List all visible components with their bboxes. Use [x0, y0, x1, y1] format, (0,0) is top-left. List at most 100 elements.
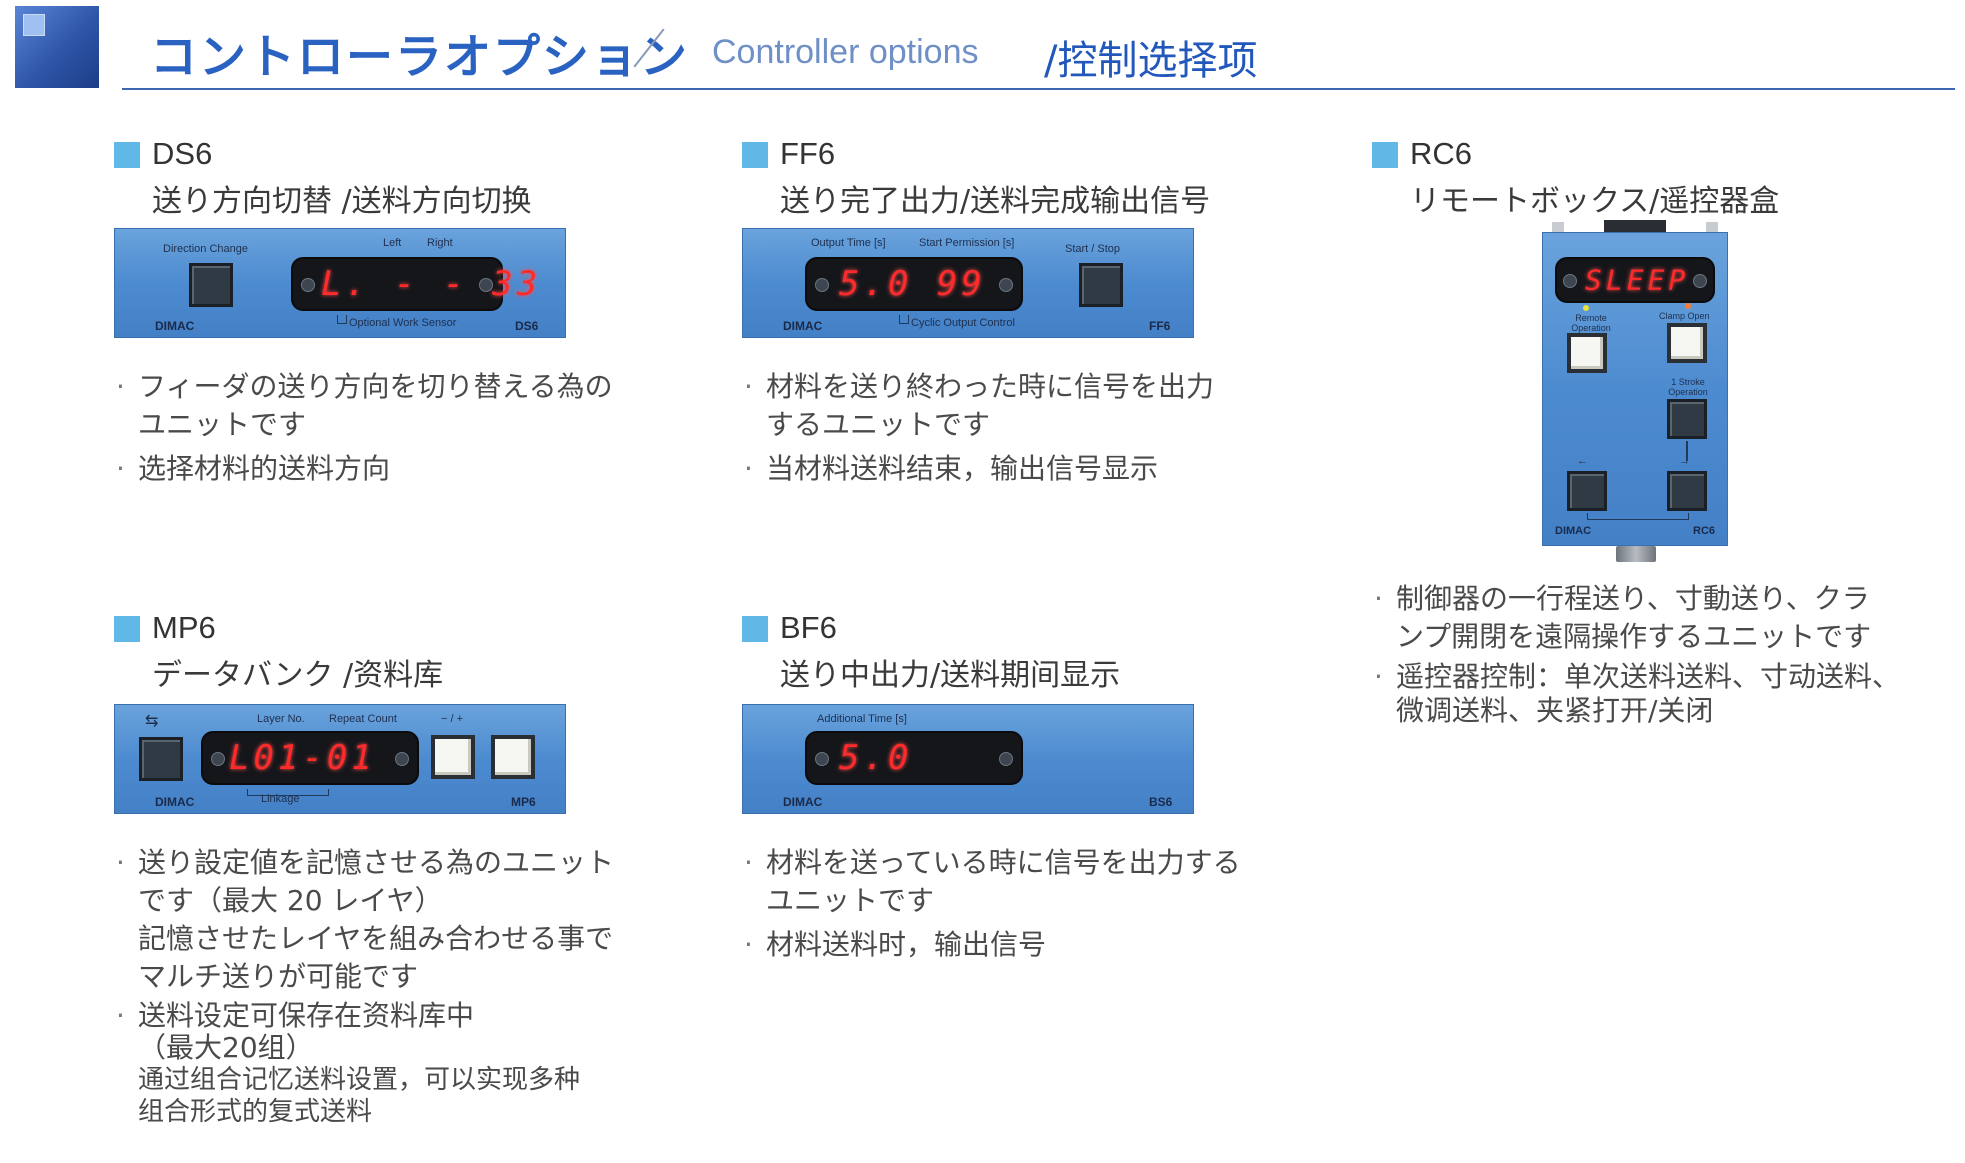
- remote-operation-button[interactable]: [1567, 333, 1607, 373]
- page-title-cn: /控制选择项: [1044, 38, 1258, 84]
- screw-icon: [301, 278, 315, 292]
- rc6-remote-label: Remote Operation: [1571, 313, 1611, 333]
- model-label: RC6: [1693, 525, 1716, 537]
- desc-line-cn: 选择材料的送料方向: [114, 450, 674, 488]
- screw-icon: [815, 752, 829, 766]
- desc-line: ユニットです: [138, 408, 307, 441]
- header-logo-inner: [23, 14, 45, 36]
- desc-line-cn: 微调送料、夹紧打开/关闭: [1396, 694, 1714, 727]
- ff6-btn-label: Start / Stop: [1065, 243, 1121, 255]
- mp6-repeat-label: Repeat Count: [329, 713, 397, 725]
- bf6-display: 5.0: [805, 731, 1023, 785]
- screw-icon: [999, 278, 1013, 292]
- one-stroke-button[interactable]: [1667, 399, 1707, 439]
- desc-line-cn: 组合形式的复式送料: [138, 1097, 373, 1127]
- section-subtitle: 送り中出力/送料期间显示: [780, 658, 1121, 693]
- linkage-button[interactable]: [139, 737, 183, 781]
- screw-icon: [999, 752, 1013, 766]
- desc-line: ユニットです: [766, 884, 935, 917]
- linkage-cycle-icon: ⇆: [145, 713, 159, 730]
- brand-logo: DIMAC: [155, 319, 195, 333]
- desc-line: 材料を送り終わった時に信号を出力: [742, 368, 1302, 406]
- rc6-panel: SLEEP Remote Operation Clamp Open 1 Stro…: [1542, 232, 1728, 546]
- desc-line-cn: 遥控器控制：单次送料送料、寸动送料、: [1372, 660, 1952, 694]
- rc6-stroke-label: 1 Stroke Operation: [1668, 377, 1708, 397]
- brand-logo: DIMAC: [783, 319, 823, 333]
- rc6-readout: SLEEP: [1585, 263, 1690, 297]
- model-label: BS6: [1149, 795, 1173, 809]
- ff6-readout: 5.0 99: [839, 264, 986, 304]
- section-subtitle: リモートボックス/遥控器盒: [1410, 184, 1780, 219]
- ff6-output-label: Output Time [s]: [811, 237, 886, 249]
- bf6-panel: Additional Time [s] 5.0 DIMAC BS6: [742, 704, 1194, 814]
- ff6-panel: Output Time [s] Start Permission [s] 5.0…: [742, 228, 1194, 338]
- brand-logo: DIMAC: [155, 795, 195, 809]
- desc-line: 記憶させたレイヤを組み合わせる事で: [138, 922, 614, 955]
- desc-line-cn: 当材料送料结束，输出信号显示: [742, 450, 1302, 488]
- linkage-bracket: [247, 789, 329, 796]
- ds6-left-label: Left: [383, 237, 402, 249]
- screw-icon: [1563, 274, 1577, 288]
- rc6-mount-right: [1706, 222, 1718, 232]
- desc-line: マルチ送りが可能です: [138, 960, 419, 993]
- section-bullet-icon: [114, 616, 140, 642]
- ds6-description: フィーダの送り方向を切り替える為の ユニットです 选择材料的送料方向: [114, 368, 674, 488]
- brand-logo: DIMAC: [1555, 525, 1592, 537]
- desc-line-cn: 通过组合记忆送料设置，可以实现多种: [138, 1065, 581, 1095]
- direction-change-button[interactable]: [189, 263, 233, 307]
- header-rule: [122, 88, 1955, 90]
- bf6-additional-label: Additional Time [s]: [817, 713, 907, 725]
- mp6-display: L01-01: [201, 731, 419, 785]
- rc6-connector-line: [1686, 441, 1688, 461]
- mp6-panel: ⇆ Layer No. Repeat Count L01-01 − / + Li…: [114, 704, 566, 814]
- ds6-readout: L. - - 33: [321, 264, 542, 304]
- arrow-left-icon: ←: [1577, 455, 1588, 467]
- rc6-top-strap: [1604, 220, 1666, 232]
- ff6-cyclic-label: Cyclic Output Control: [911, 317, 1015, 329]
- arrow-right-icon: →: [1679, 455, 1690, 467]
- ds6-display: L. - - 33: [291, 257, 537, 311]
- plus-button[interactable]: [491, 735, 535, 779]
- model-label: MP6: [511, 795, 536, 809]
- desc-line: 材料を送っている時に信号を出力する: [742, 844, 1322, 882]
- clamp-open-button[interactable]: [1667, 323, 1707, 363]
- rc6-display: SLEEP: [1555, 257, 1715, 303]
- page-title-jp: コントローラオプション: [150, 30, 689, 85]
- section-code: RC6: [1410, 136, 1473, 171]
- desc-line: フィーダの送り方向を切り替える為の: [114, 368, 674, 406]
- mp6-linkage-label: Linkage: [261, 793, 300, 805]
- jog-left-button[interactable]: [1567, 471, 1607, 511]
- rc6-clamp-label: Clamp Open: [1659, 311, 1710, 321]
- jog-right-button[interactable]: [1667, 471, 1707, 511]
- screw-icon: [815, 278, 829, 292]
- mp6-readout: L01-01: [229, 738, 376, 778]
- ff6-description: 材料を送り終わった時に信号を出力 するユニットです 当材料送料结束，输出信号显示: [742, 368, 1302, 488]
- ds6-sensor-label: Optional Work Sensor: [349, 317, 457, 329]
- desc-line: 制御器の一行程送り、寸動送り、クラ: [1372, 580, 1952, 618]
- ff6-start-label: Start Permission [s]: [919, 237, 1015, 249]
- page-title-en: Controller options: [712, 33, 979, 71]
- remote-led-icon: [1583, 305, 1589, 311]
- model-label: DS6: [515, 319, 539, 333]
- mp6-description: 送り設定値を記憶させる為のユニット です（最大 20 レイヤ） 記憶させたレイヤ…: [114, 844, 694, 1128]
- mp6-layer-label: Layer No.: [257, 713, 305, 725]
- bf6-description: 材料を送っている時に信号を出力する ユニットです 材料送料时，输出信号: [742, 844, 1322, 964]
- ds6-panel: Direction Change Left Right L. - - 33 Op…: [114, 228, 566, 338]
- screw-icon: [479, 278, 493, 292]
- desc-line: するユニットです: [766, 408, 991, 441]
- jog-bracket: [1587, 513, 1689, 520]
- section-code: FF6: [780, 136, 836, 171]
- section-bullet-icon: [114, 142, 140, 168]
- section-code: BF6: [780, 610, 837, 645]
- brand-logo: DIMAC: [783, 795, 823, 809]
- cyclic-bracket: [899, 315, 909, 324]
- section-subtitle: 送り完了出力/送料完成输出信号: [780, 184, 1211, 219]
- minus-button[interactable]: [431, 735, 475, 779]
- desc-line: ンプ開閉を遠隔操作するユニットです: [1396, 620, 1872, 653]
- desc-line-cn: 材料送料时，输出信号: [742, 926, 1322, 964]
- rc6-mount-left: [1552, 222, 1564, 232]
- bf6-readout: 5.0: [839, 738, 913, 778]
- start-stop-button[interactable]: [1079, 263, 1123, 307]
- clamp-led-icon: [1685, 303, 1691, 309]
- ds6-right-label: Right: [427, 237, 453, 249]
